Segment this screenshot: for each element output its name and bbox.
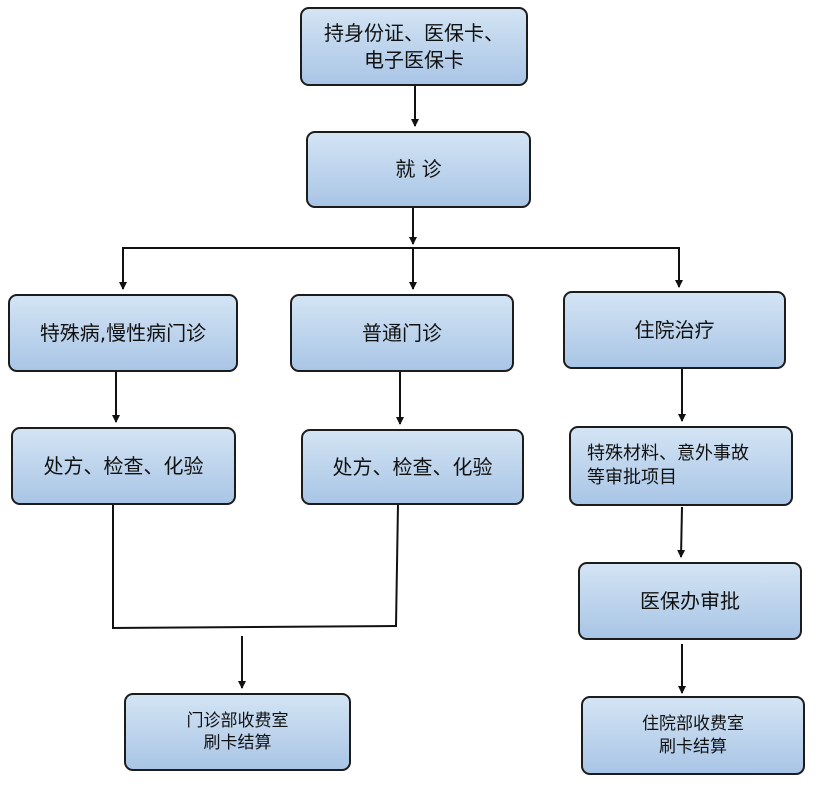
node-general-clinic: 普通门诊 <box>290 294 514 372</box>
node-outpatient-billing-label: 门诊部收费室 刷卡结算 <box>186 710 289 753</box>
node-visit: 就 诊 <box>306 131 531 208</box>
node-special-approval-items: 特殊材料、意外事故 等审批项目 <box>569 426 793 506</box>
node-special-approval-items-label: 特殊材料、意外事故 等审批项目 <box>587 443 749 488</box>
node-special-chronic-clinic-label: 特殊病,慢性病门诊 <box>39 320 207 345</box>
node-inpatient-treatment: 住院治疗 <box>563 291 786 369</box>
node-outpatient-billing: 门诊部收费室 刷卡结算 <box>124 693 351 771</box>
node-rx-general: 处方、检查、化验 <box>301 429 524 505</box>
node-inpatient-billing-label: 住院部收费室 刷卡结算 <box>642 714 744 757</box>
node-rx-special: 处方、检查、化验 <box>11 427 236 505</box>
node-general-clinic-label: 普通门诊 <box>362 320 442 345</box>
node-visit-label: 就 诊 <box>395 157 442 182</box>
node-rx-special-label: 处方、检查、化验 <box>43 453 204 478</box>
node-inpatient-treatment-label: 住院治疗 <box>634 317 715 342</box>
node-inpatient-billing: 住院部收费室 刷卡结算 <box>581 696 805 775</box>
node-insurance-approval: 医保办审批 <box>578 562 802 640</box>
merge-line-right <box>395 503 399 627</box>
node-special-chronic-clinic: 特殊病,慢性病门诊 <box>8 294 238 372</box>
node-start-label: 持身份证、医保卡、 电子医保卡 <box>324 21 504 72</box>
arrow-special-items-to-approval <box>677 506 686 558</box>
merge-line-horizontal <box>111 625 398 629</box>
node-start: 持身份证、医保卡、 电子医保卡 <box>300 7 528 86</box>
node-insurance-approval-label: 医保办审批 <box>640 588 740 613</box>
node-rx-general-label: 处方、检查、化验 <box>332 454 493 479</box>
